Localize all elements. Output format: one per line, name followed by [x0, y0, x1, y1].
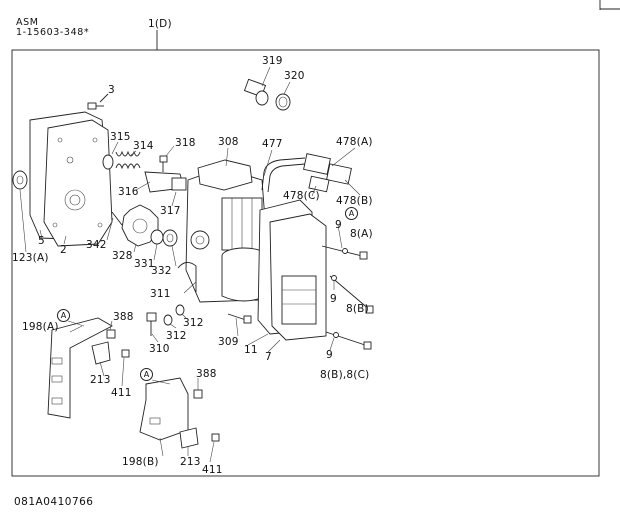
callout-317: 317: [160, 205, 181, 217]
callout-477: 477: [262, 138, 283, 150]
callout-318: 318: [175, 137, 196, 149]
callout-342: 342: [86, 239, 107, 251]
bracket-198a: [47, 317, 113, 419]
callout-198b: 198(B): [122, 456, 159, 468]
bolt-8a: [321, 245, 368, 260]
callout-7: 7: [265, 351, 272, 363]
assembly-frame: [11, 49, 600, 477]
bolt-318: [159, 155, 168, 172]
control-body: [185, 159, 269, 303]
callout-478c: 478(C): [283, 190, 320, 202]
callout-9b: 9: [330, 293, 337, 305]
callout-315: 315: [110, 131, 131, 143]
callout-332: 332: [151, 265, 172, 277]
side-cover-7: [269, 213, 327, 341]
callout-8a: 8(A): [350, 228, 373, 240]
washer-331: [150, 229, 164, 245]
callout-9c: 9: [326, 349, 333, 361]
callout-411a: 411: [111, 387, 132, 399]
callout-2: 2: [60, 244, 67, 256]
callout-312b: 312: [166, 330, 187, 342]
sensor-319: [243, 78, 269, 106]
callout-5: 5: [38, 235, 45, 247]
marker-a-3: A: [140, 368, 153, 381]
pin-342: [111, 211, 123, 226]
callout-388a: 388: [113, 311, 134, 323]
callout-319: 319: [262, 55, 283, 67]
bolt-8b: [329, 275, 374, 314]
asm-label: ASM: [16, 17, 39, 28]
callout-308: 308: [218, 136, 239, 148]
callout-478b: 478(B): [336, 195, 373, 207]
marker-a-2: A: [57, 309, 70, 322]
harness-477: [261, 157, 306, 193]
callout-328: 328: [112, 250, 133, 262]
part-number: 1-15603-348*: [16, 27, 90, 38]
callout-314: 314: [133, 140, 154, 152]
callout-213b: 213: [180, 456, 201, 468]
nut-332: [162, 229, 178, 247]
bracket-198b: [139, 377, 189, 441]
callout-3: 3: [108, 84, 115, 96]
seal-123a: [12, 170, 28, 190]
callout-213a: 213: [90, 374, 111, 386]
actuator-316: [144, 171, 187, 193]
washer-312b: [175, 304, 185, 316]
callout-198a: 198(A): [22, 321, 59, 333]
bolt-310: [146, 312, 157, 336]
callout-310: 310: [149, 343, 170, 355]
callout-478a: 478(A): [336, 136, 373, 148]
callout-411b: 411: [202, 464, 223, 476]
callout-123a: 123(A): [12, 252, 49, 264]
leader-lines: [19, 66, 361, 463]
housing-cover: [29, 111, 113, 247]
bolt-309: [227, 313, 252, 324]
clip-213a: [91, 341, 111, 365]
callout-8b: 8(B): [346, 303, 369, 315]
bolt-8bc: [325, 331, 372, 350]
callout-11: 11: [244, 344, 258, 356]
bolt-388b: [193, 389, 203, 399]
callout-388b: 388: [196, 368, 217, 380]
clip-213b: [179, 427, 199, 449]
screw-3: [87, 102, 104, 110]
spring-314: [102, 150, 141, 170]
bolt-388a: [106, 329, 116, 339]
bolt-411b: [211, 433, 220, 442]
gear-328: [121, 204, 159, 247]
connector-478: [303, 153, 352, 193]
callout-316: 316: [118, 186, 139, 198]
callout-320: 320: [284, 70, 305, 82]
callout-9a: 9: [335, 219, 342, 231]
callout-8bc: 8(B),8(C): [320, 369, 370, 381]
drawing-code: 081A0410766: [14, 496, 94, 508]
callout-309: 309: [218, 336, 239, 348]
ring-320: [275, 93, 291, 111]
callout-312a: 312: [183, 317, 204, 329]
marker-a-1: A: [345, 207, 358, 220]
callout-311: 311: [150, 288, 171, 300]
bolt-411a: [121, 349, 130, 358]
linkage-311: [177, 262, 197, 292]
callout-331: 331: [134, 258, 155, 270]
washer-312a: [163, 314, 173, 326]
callout-main: 1(D): [148, 18, 172, 30]
